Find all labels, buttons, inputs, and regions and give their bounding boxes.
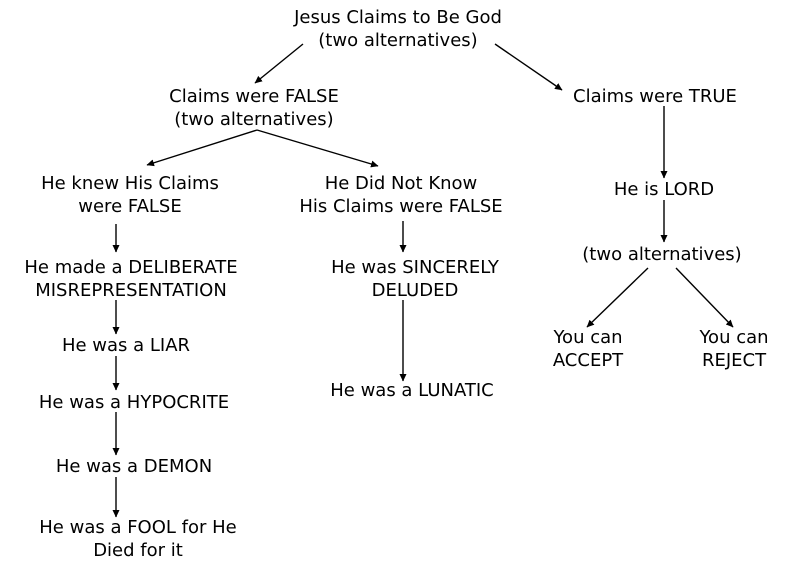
node-claims-false: Claims were FALSE (two alternatives) [134,85,374,131]
node-fool-line1: He was a FOOL for He [39,517,237,538]
node-deliberate-line1: He made a DELIBERATE [24,257,238,278]
node-sincerely-line1: He was SINCERELY [331,257,499,278]
node-hypocrite-line1: He was a HYPOCRITE [38,392,230,413]
node-fool: He was a FOOL for He Died for it [12,516,264,562]
node-true-alternatives: (two alternatives) [557,243,767,266]
node-sincerely-deluded: He was SINCERELY DELUDED [305,256,525,302]
node-demon: He was a DEMON [24,455,244,478]
arrow-root-to-false [254,43,304,84]
node-he-is-lord-line1: He is LORD [613,179,715,200]
node-reject: You can REJECT [676,326,792,372]
node-accept: You can ACCEPT [530,326,646,372]
node-knew-claims-false: He knew His Claims were FALSE [10,172,250,218]
node-reject-line1: You can [699,327,769,348]
node-did-not-know: He Did Not Know His Claims were FALSE [276,172,526,218]
node-accept-line1: You can [553,327,623,348]
node-deliberate-line2: MISREPRESENTATION [35,280,227,301]
node-deliberate: He made a DELIBERATE MISREPRESENTATION [0,256,262,302]
node-fool-line2: Died for it [93,540,183,561]
node-knew-line1: He knew His Claims [41,173,219,194]
node-liar: He was a LIAR [16,334,236,357]
node-did-not-know-line1: He Did Not Know [324,173,478,194]
arrow-false-to-didnotknow [256,129,379,168]
arrow-root-to-true [494,43,563,91]
arrow-alternatives-to-accept [586,267,649,328]
node-hypocrite: He was a HYPOCRITE [14,391,254,414]
node-sincerely-line2: DELUDED [371,280,459,301]
node-root: Jesus Claims to Be God (two alternatives… [248,6,548,52]
node-lunatic-line1: He was a LUNATIC [330,380,494,401]
arrow-false-to-knew [146,129,258,167]
node-claims-false-line1: Claims were FALSE [169,86,339,107]
node-true-alternatives-line1: (two alternatives) [582,244,742,265]
node-root-line1: Jesus Claims to Be God [294,7,502,28]
node-liar-line1: He was a LIAR [61,335,191,356]
node-demon-line1: He was a DEMON [55,456,213,477]
node-claims-true-line1: Claims were TRUE [573,86,737,107]
node-claims-true: Claims were TRUE [545,85,765,108]
arrow-alternatives-to-reject [675,267,734,328]
node-knew-line2: were FALSE [78,196,182,217]
node-did-not-know-line2: His Claims were FALSE [299,196,503,217]
node-reject-line2: REJECT [701,350,767,371]
node-lunatic: He was a LUNATIC [302,379,522,402]
node-accept-line2: ACCEPT [552,350,624,371]
node-root-line2: (two alternatives) [318,30,478,51]
node-he-is-lord: He is LORD [572,178,756,201]
node-claims-false-line2: (two alternatives) [174,109,334,130]
